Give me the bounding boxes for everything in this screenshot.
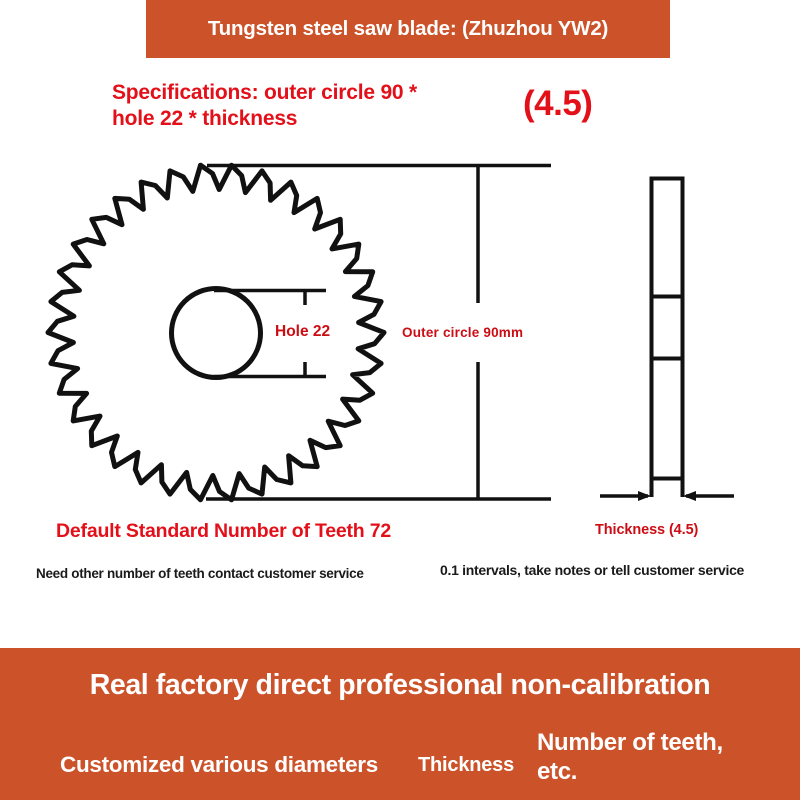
footer-item-teeth: Number of teeth, etc.: [537, 729, 723, 785]
header-title: Tungsten steel saw blade: (Zhuzhou YW2): [207, 17, 609, 40]
spec-line-1: Specifications: outer circle 90 *: [112, 81, 418, 104]
thickness-dimension-arrows: [600, 491, 734, 501]
blade-side-profile: [649, 176, 685, 497]
outer-circle-dimension-label: Outer circle 90mm: [398, 323, 528, 342]
blade-center-hole: [169, 286, 263, 380]
hole-dimension-label: Hole 22: [272, 322, 334, 342]
footer-banner: Real factory direct professional non-cal…: [0, 648, 800, 800]
saw-blade-icon: [45, 162, 387, 503]
footer-item-diameters: Customized various diameters: [60, 752, 378, 777]
specification-text: Specifications: outer circle 90 * hole 2…: [112, 80, 512, 132]
teeth-contact-note: Need other number of teeth contact custo…: [36, 566, 364, 581]
spec-thickness-value: (4.5): [523, 84, 593, 123]
spec-line-2: hole 22 * thickness: [112, 107, 298, 130]
header-banner: Tungsten steel saw blade: (Zhuzhou YW2): [146, 0, 670, 58]
footer-item-thickness: Thickness: [418, 754, 515, 776]
thickness-dimension-label: Thickness (4.5): [592, 521, 702, 539]
footer-headline: Real factory direct professional non-cal…: [89, 669, 711, 701]
teeth-count-headline: Default Standard Number of Teeth 72: [56, 520, 392, 542]
thickness-intervals-note: 0.1 intervals, take notes or tell custom…: [440, 562, 745, 578]
footer-feature-row: Customized various diameters Thickness N…: [0, 724, 800, 794]
